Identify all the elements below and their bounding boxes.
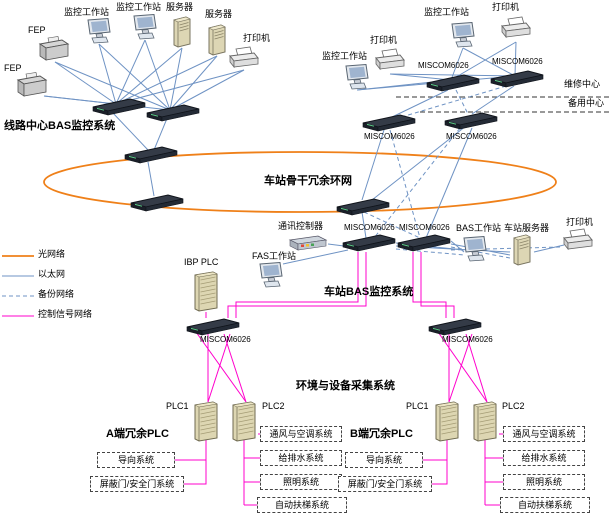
a-plc2-label: PLC2 (262, 401, 285, 411)
remote-workstation1-label: 监控工作站 (424, 7, 470, 17)
ibp-plc-icon (194, 271, 218, 312)
lc-workstation2-label: 监控工作站 (116, 2, 162, 12)
b-plc1-icon (435, 401, 459, 442)
lc-switch-a-icon (92, 98, 146, 116)
lc-printer-icon (229, 46, 259, 68)
lc-workstation2-icon (133, 14, 157, 40)
station-switch2-label: MISCOM6026 (399, 223, 450, 232)
comm-controller-label: 通讯控制器 (278, 221, 324, 231)
comm-controller-icon (289, 235, 327, 251)
remote-workstation2-label: 监控工作站 (322, 51, 368, 61)
fep2-label: FEP (4, 63, 22, 73)
ring-switch-topleft-icon (124, 146, 178, 164)
station-switch1-label: MISCOM6026 (344, 223, 395, 232)
lc-switch-b-icon (146, 104, 200, 122)
b-plc2-label: PLC2 (502, 401, 525, 411)
lc-workstation1-icon (87, 18, 111, 44)
remote-switch4-icon (444, 112, 498, 130)
lc-server2-icon (208, 24, 226, 56)
remote-printer2-label: 打印机 (370, 35, 398, 45)
fep1-icon (39, 36, 69, 61)
lc-printer-label: 打印机 (243, 33, 271, 43)
fas-workstation-icon (259, 262, 283, 288)
b-plc2-icon (473, 401, 497, 442)
system-box-escalator-a: 自动扶梯系统 (257, 497, 347, 513)
system-box-water-b: 给排水系统 (503, 450, 585, 466)
b-redundant-plc-title: B端冗余PLC (350, 428, 413, 440)
fep1-label: FEP (28, 25, 46, 35)
remote-switch4-label: MISCOM6026 (446, 132, 497, 141)
mid-switch-right-icon (428, 318, 482, 336)
lc-server1-label: 服务器 (166, 2, 194, 12)
backup-center-label: 备用中心 (568, 98, 605, 108)
lc-workstation1-label: 监控工作站 (64, 7, 110, 17)
system-box-lighting-a: 照明系统 (260, 474, 342, 490)
system-box-escalator-b: 自动扶梯系统 (500, 497, 590, 513)
system-box-guidance-a: 导向系统 (97, 452, 175, 468)
remote-switch2-icon (490, 70, 544, 88)
remote-switch3-icon (362, 114, 416, 132)
fep2-icon (17, 72, 47, 97)
system-box-screendoor-a: 屏蔽门/安全门系统 (90, 476, 184, 492)
remote-switch2-label: MISCOM6026 (492, 57, 543, 66)
control-signal-lines (173, 252, 503, 506)
maintenance-center-label: 维修中心 (564, 79, 601, 89)
ibp-plc-label: IBP PLC (184, 257, 219, 267)
ring-switch-right-icon (336, 198, 390, 216)
a-plc2-icon (232, 401, 256, 442)
system-box-ventilation-a: 通风与空调系统 (260, 426, 342, 442)
system-box-lighting-b: 照明系统 (503, 474, 585, 490)
fas-workstation-label: FAS工作站 (252, 251, 297, 261)
legend-ethernet-label: 以太网 (38, 269, 66, 279)
remote-workstation1-icon (451, 22, 475, 48)
system-box-screendoor-b: 屏蔽门/安全门系统 (338, 476, 432, 492)
legend-optical-label: 光网络 (38, 249, 66, 259)
mid-switch-right-label: MISCOM6026 (442, 335, 493, 344)
trunk-dashed-lines (396, 96, 609, 113)
lc-server2-label: 服务器 (205, 9, 233, 19)
lc-server1-icon (173, 16, 191, 48)
a-redundant-plc-title: A端冗余PLC (106, 428, 169, 440)
a-plc1-icon (194, 401, 218, 442)
a-plc1-label: PLC1 (166, 401, 189, 411)
legend-control-label: 控制信号网络 (38, 309, 93, 319)
station-bas-title: 车站BAS监控系统 (324, 286, 414, 298)
remote-switch1-icon (426, 74, 480, 92)
b-plc1-label: PLC1 (406, 401, 429, 411)
remote-switch1-label: MISCOM6026 (418, 61, 469, 70)
system-box-water-a: 给排水系统 (260, 450, 342, 466)
legend-backup-label: 备份网络 (38, 289, 75, 299)
station-printer-icon (563, 228, 593, 250)
mid-switch-left-label: MISCOM6026 (200, 335, 251, 344)
system-box-guidance-b: 导向系统 (345, 452, 423, 468)
legend-swatches (2, 255, 34, 317)
bas-workstation-label: BAS工作站 (456, 223, 502, 233)
remote-workstation2-icon (345, 64, 369, 90)
remote-printer2-icon (375, 48, 405, 70)
remote-printer1-icon (501, 16, 531, 38)
station-server-icon (513, 234, 531, 266)
remote-switch3-label: MISCOM6026 (364, 132, 415, 141)
bas-workstation-icon (463, 236, 487, 262)
ring-title: 车站骨干冗余环网 (264, 175, 352, 187)
system-box-ventilation-b: 通风与空调系统 (503, 426, 585, 442)
optical-ring-network (43, 151, 557, 213)
remote-printer1-label: 打印机 (492, 2, 520, 12)
station-switch1-icon (342, 234, 396, 252)
backup-lines (363, 85, 561, 259)
line-center-title: 线路中心BAS监控系统 (4, 120, 116, 132)
station-server-label: 车站服务器 (504, 223, 550, 233)
station-printer-label: 打印机 (566, 217, 594, 227)
collection-title: 环境与设备采集系统 (296, 380, 395, 392)
mid-switch-left-icon (186, 318, 240, 336)
